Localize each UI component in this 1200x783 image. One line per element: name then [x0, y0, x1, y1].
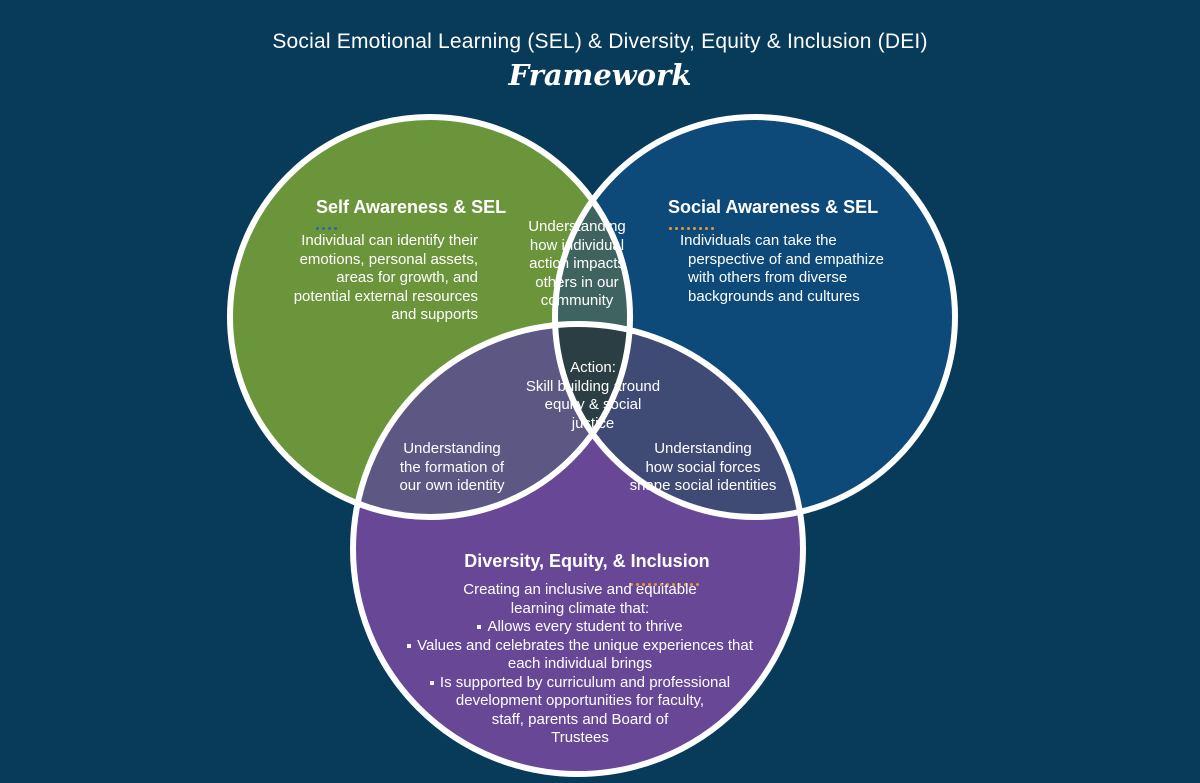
- page-title: Social Emotional Learning (SEL) & Divers…: [272, 30, 928, 53]
- orange-dots-decoration: [669, 217, 717, 230]
- overlap-line: how social forces: [645, 458, 761, 476]
- overlap-line: our own identity: [399, 477, 505, 494]
- social-line: backgrounds and cultures: [688, 287, 860, 305]
- dei-line: Creating an inclusive and equitable: [463, 581, 697, 598]
- page-subtitle: Framework: [508, 58, 692, 92]
- center-line: Skill building around: [525, 377, 661, 395]
- overlap-line: Understanding: [654, 440, 752, 457]
- dei-bullet: Is supported by curriculum and professio…: [380, 674, 780, 693]
- dei-bullet: Values and celebrates the unique experie…: [380, 637, 780, 656]
- center-line: equity & social: [544, 396, 642, 413]
- dei-line: learning climate that:: [510, 599, 650, 617]
- dei-line: development opportunities for faculty,: [455, 692, 705, 709]
- dei-line: each individual brings: [507, 655, 653, 672]
- self-line: and supports: [391, 306, 478, 323]
- overlap-line: action impacts: [529, 255, 625, 272]
- overlap-line: shape social identities: [629, 477, 777, 494]
- self-awareness-description: Individual can identify their emotions, …: [268, 232, 478, 325]
- self-line: areas for growth, and: [336, 269, 478, 286]
- overlap-line: community: [540, 292, 614, 309]
- center-action-text: Action: Skill building around equity & s…: [508, 359, 678, 433]
- bullet-icon: [429, 680, 434, 685]
- self-line: emotions, personal assets,: [299, 250, 478, 268]
- self-line: Individual can identify their: [301, 232, 478, 249]
- dei-line: staff, parents and Board of: [491, 710, 669, 728]
- overlap-line: Understanding: [403, 440, 501, 457]
- social-dei-overlap-text: Understanding how social forces shape so…: [608, 440, 798, 496]
- overlap-line: the formation of: [399, 458, 505, 476]
- bullet-icon: [407, 643, 412, 648]
- dei-bullet: Allows every student to thrive: [380, 618, 780, 637]
- social-line: perspective of and empathize: [688, 250, 884, 268]
- dei-description: Creating an inclusive and equitable lear…: [380, 581, 780, 748]
- blue-dots-decoration: [316, 217, 340, 230]
- social-awareness-heading: Social Awareness & SEL: [668, 197, 879, 217]
- center-line: Action:: [570, 359, 616, 376]
- overlap-line: how individual: [529, 236, 625, 254]
- circle-outlines: [227, 114, 958, 777]
- overlap-line: others in our: [535, 273, 619, 291]
- social-line: with others from diverse: [688, 269, 848, 286]
- social-awareness-description: Individuals can take the perspective of …: [680, 232, 910, 306]
- center-line: justice: [571, 414, 615, 432]
- overlap-line: Understanding: [528, 218, 626, 235]
- orange-dots-decoration: [630, 573, 702, 586]
- dei-line: Trustees: [551, 729, 609, 746]
- self-social-overlap-text: Understanding how individual action impa…: [502, 218, 652, 311]
- social-line: Individuals can take the: [680, 232, 837, 249]
- self-dei-overlap-text: Understanding the formation of our own i…: [372, 440, 532, 496]
- dei-heading: Diversity, Equity, & Inclusion: [464, 551, 710, 571]
- self-dei-overlap: [353, 324, 630, 517]
- self-awareness-heading: Self Awareness & SEL: [316, 197, 507, 217]
- social-dei-overlap: [555, 324, 803, 517]
- bullet-icon: [477, 625, 482, 630]
- self-line: potential external resources: [293, 287, 478, 305]
